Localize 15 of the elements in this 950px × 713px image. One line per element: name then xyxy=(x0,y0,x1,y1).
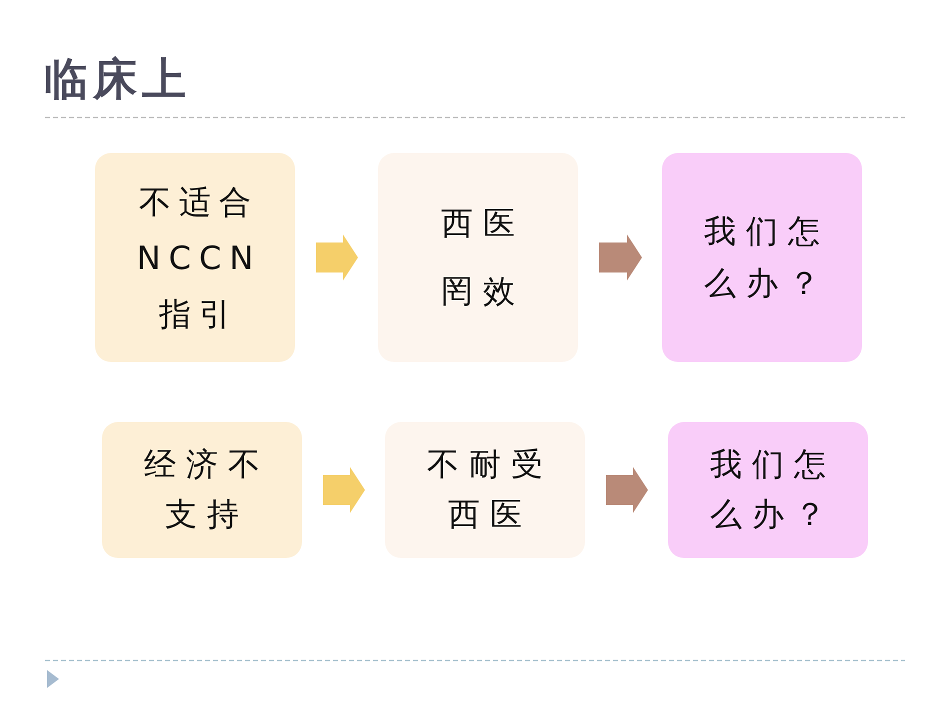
node-text: 经济不支持 xyxy=(143,444,271,535)
process-box xyxy=(95,153,295,362)
block-arrow xyxy=(323,467,365,513)
block-arrow xyxy=(606,467,648,513)
node-text: 我们怎么办？ xyxy=(709,444,837,535)
node-text: 不耐受西医 xyxy=(426,444,554,535)
node-text: 不适合NCCN指引 xyxy=(136,182,262,334)
block-arrow xyxy=(316,234,358,280)
node-text: 西医罔效 xyxy=(440,203,526,312)
process-box xyxy=(668,422,868,558)
block-arrow xyxy=(599,234,642,280)
slide-title: 临床上 xyxy=(44,56,191,104)
node-text: 我们怎么办？ xyxy=(703,211,831,304)
process-box xyxy=(662,153,862,362)
process-box xyxy=(102,422,302,558)
